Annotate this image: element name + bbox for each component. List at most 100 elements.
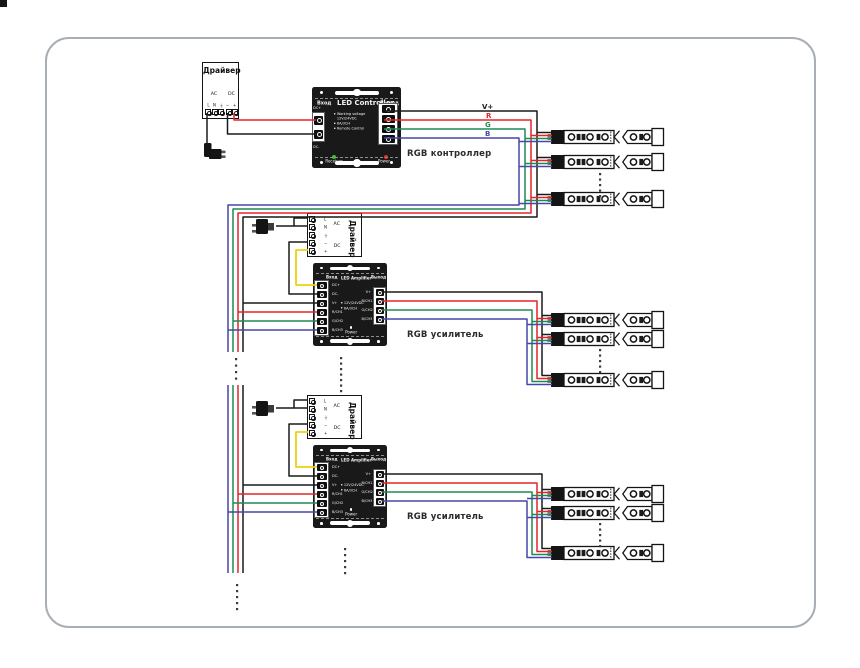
screw-terminal (232, 109, 239, 116)
amp-output-label: B/CH3 (361, 316, 373, 321)
terminal-out (375, 307, 384, 314)
spec-remote: Remote Control (336, 126, 365, 131)
screw-terminal (309, 232, 316, 239)
driver-ac-label: AC (333, 221, 341, 227)
dc-plus-label: DC+ (313, 106, 322, 110)
amp-input-label: B/CH3 (331, 509, 343, 514)
terminal-label: + (323, 249, 327, 254)
driver-title: Драйвер (348, 402, 357, 440)
terminal-label: N (323, 225, 327, 230)
terminal-in (316, 473, 327, 480)
spec-bullet (334, 127, 336, 129)
bracket-dot (320, 161, 323, 164)
terminal-in (316, 291, 327, 298)
terminal-out (375, 298, 384, 305)
terminal-in (316, 509, 327, 516)
terminal-out (375, 289, 384, 296)
spec-voltage-value: 12V/24VDC (336, 116, 357, 121)
amp-input-label: B/CH3 (331, 327, 343, 332)
bracket-dot (320, 521, 323, 525)
amp-spec-channels: 6A/3CH (343, 488, 357, 493)
amp-input-label: V+ (331, 482, 337, 487)
screw-terminal (309, 398, 316, 405)
screw-terminal (205, 109, 212, 116)
bracket-dot (377, 448, 380, 452)
terminal-label: ⏚ (323, 415, 328, 421)
terminal-label: − (323, 241, 327, 246)
amp-input-label: DC- (331, 291, 338, 296)
terminal-in (316, 482, 327, 489)
terminal-in (316, 300, 327, 307)
amp-output-label: B/CH3 (361, 498, 373, 503)
terminal-label-N: N (213, 102, 216, 108)
screw-terminal (211, 109, 219, 116)
amp-input-label: R/CH1 (331, 491, 343, 496)
spec-channels: 6A/3CH (336, 121, 350, 126)
terminal-in (316, 500, 327, 507)
bracket-divider (316, 272, 384, 274)
led-controller-box: Вход LED Controller Выход DC+ DC- Workin… (312, 87, 401, 168)
amp-title: LED Amplifier (341, 276, 372, 281)
mounting-screw (353, 88, 361, 96)
terminal-in (316, 464, 327, 471)
amp-input-label: DC+ (331, 282, 340, 287)
terminal-in (316, 318, 327, 325)
terminal-label: − (323, 423, 327, 428)
wire-label-r: R (486, 112, 492, 120)
amp-output-label: G/CH2 (361, 307, 373, 312)
screw-terminal (309, 422, 316, 429)
controller-input-header: Вход (317, 100, 332, 106)
amp-output-terminals (373, 287, 386, 325)
dc-minus-label: DC- (313, 144, 320, 149)
amp-input-terminals (314, 462, 329, 518)
caption-rgb-amplifier-2: RGB усилитель (407, 512, 484, 522)
terminal-label: L (323, 399, 326, 404)
driver-title: Драйвер (203, 66, 241, 75)
bracket-dot (390, 161, 393, 164)
terminal-out (375, 489, 384, 496)
controller-title: LED Controller (337, 98, 395, 107)
caption-rgb-amplifier-1: RGB усилитель (407, 330, 484, 340)
amp-output-terminals (373, 469, 386, 507)
bracket-divider (316, 335, 384, 337)
screw-terminal (309, 216, 316, 223)
amp-output-label: V+ (365, 471, 371, 476)
amp-input-label: DC+ (331, 464, 340, 469)
terminal-dc-plus (314, 115, 323, 125)
amp-power-led (349, 508, 353, 511)
bracket-dot (377, 339, 380, 343)
mounting-screw (346, 520, 353, 527)
amp-input-label: G/CH2 (331, 318, 343, 323)
bracket-dot (320, 266, 323, 270)
controller-specs: Working voltage 12V/24VDC 6A/3CH Remote … (334, 112, 376, 132)
mounting-screw (353, 159, 361, 167)
driver-ac-label: AC (210, 91, 218, 97)
mounting-screw (346, 446, 353, 453)
driver-dc-label: DC (333, 424, 341, 430)
controller-input-terminals (312, 112, 325, 142)
wire-label-g: G (485, 121, 491, 129)
screw-terminal (225, 109, 233, 116)
amp-input-label: V+ (331, 300, 337, 305)
terminal-dc-minus (314, 129, 323, 139)
terminal-label-earth: ⏚ (219, 103, 223, 108)
mounting-screw (346, 338, 353, 345)
wire-label-vplus: V+ (482, 103, 494, 111)
amp-title: LED Amplifier (341, 458, 372, 463)
amp-spec-channels: 6A/3CH (343, 306, 357, 311)
terminal-in (316, 491, 327, 498)
amp-output-label: V+ (365, 289, 371, 294)
amp-output-label: G/CH2 (361, 489, 373, 494)
terminal-out-b (381, 135, 395, 143)
driver-dc-label: DC (228, 91, 235, 97)
bracket-dot (377, 266, 380, 270)
terminal-out (375, 498, 384, 505)
terminal-in (316, 282, 327, 289)
amp-power-led (349, 326, 353, 329)
screw-terminal (309, 414, 316, 421)
amp-output-label: R/CH1 (361, 298, 373, 303)
